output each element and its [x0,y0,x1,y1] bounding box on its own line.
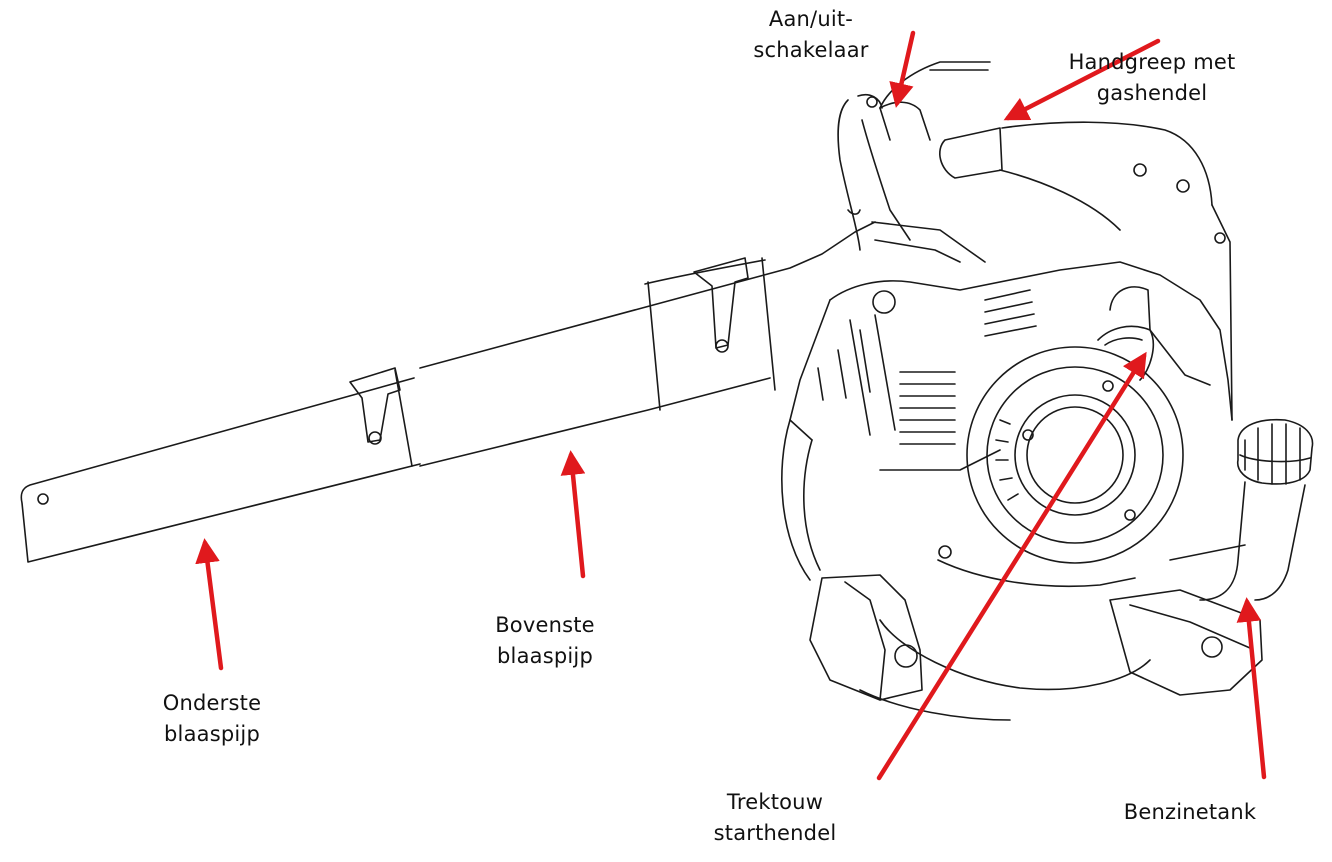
label-handle-line2: gashendel [1096,81,1208,105]
label-upper-pipe-line2: blaaspijp [497,644,593,668]
label-onoff-switch-line2: schakelaar [753,38,869,62]
label-pull-cord-line2: starthendel [713,821,837,845]
arrow-handle [1003,38,1161,121]
label-lower-pipe-line1: Onderste [162,691,262,715]
arrow-fuel-tank [1236,597,1267,780]
label-pull-cord: Trektouw starthendel [690,787,860,849]
label-handle-line1: Handgreep met [1068,50,1236,74]
label-upper-pipe: Bovenste blaaspijp [470,610,620,672]
recoil-starter [966,346,1184,564]
frame [837,93,986,263]
label-onoff-switch: Aan/uit- schakelaar [726,4,896,66]
engine-shroud [789,261,1233,471]
label-pull-cord-line1: Trektouw [726,790,824,814]
lower-blow-pipe [20,367,421,563]
arrow-onoff-switch [889,30,916,108]
label-fuel-tank: Benzinetank [1100,797,1280,828]
label-fuel-tank-line1: Benzinetank [1123,800,1257,824]
arrow-lower-pipe [195,538,224,671]
front-foot [809,574,923,701]
label-onoff-switch-line1: Aan/uit- [768,7,854,31]
arrow-upper-pipe [560,450,586,579]
fuel-tank [1199,418,1314,601]
label-lower-pipe-line2: blaaspijp [164,722,260,746]
arrow-pull-cord [876,351,1147,781]
label-lower-pipe: Onderste blaaspijp [137,688,287,750]
handle-with-throttle [879,61,1233,421]
pull-cord-handle [1097,286,1211,386]
blower-housing [781,419,1246,721]
rear-foot [1109,589,1263,696]
upper-blow-pipe [419,221,876,467]
label-upper-pipe-line1: Bovenste [495,613,595,637]
label-handle: Handgreep met gashendel [1040,47,1264,109]
